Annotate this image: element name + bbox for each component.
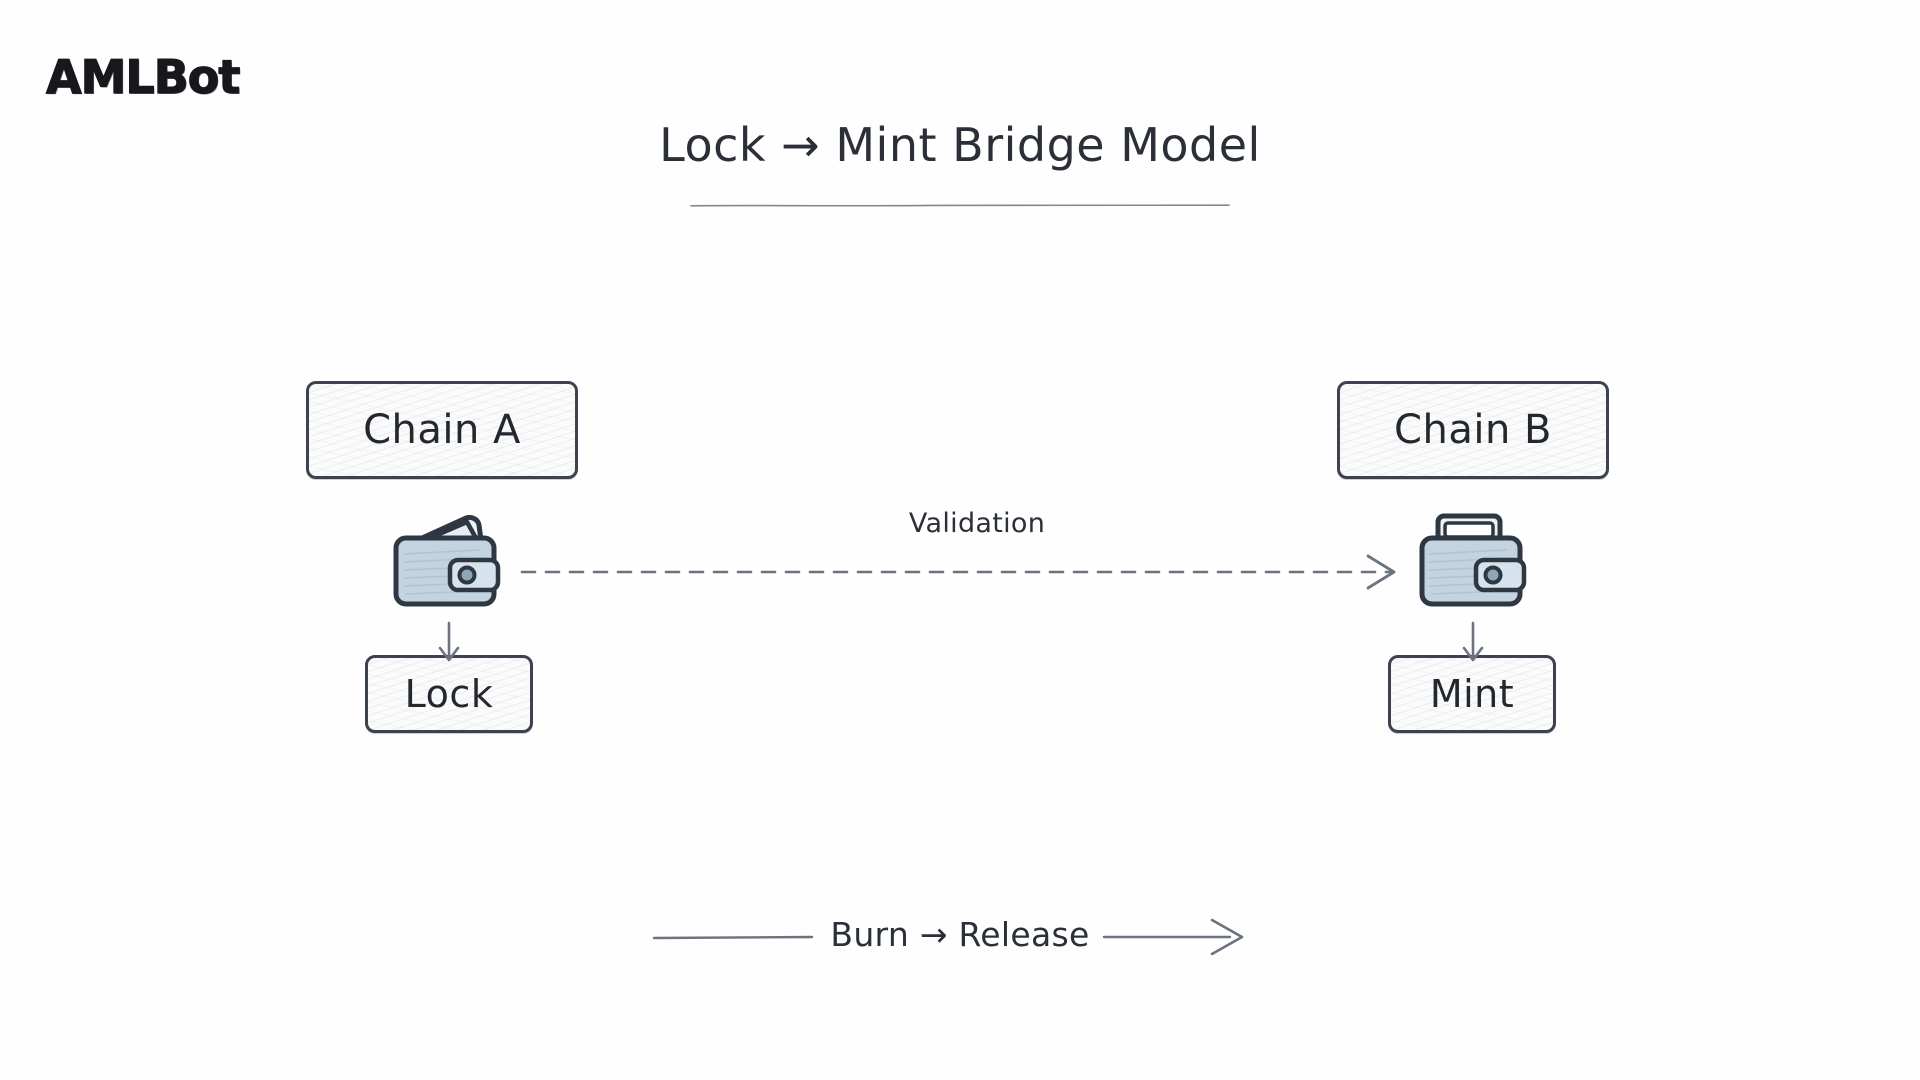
chain-a-label: Chain A (363, 407, 521, 453)
lock-label: Lock (404, 672, 494, 716)
validation-arrow-icon (520, 554, 1396, 590)
title-underline (690, 204, 1230, 207)
mint-box[interactable]: Mint (1388, 655, 1556, 733)
burn-release-label: Burn → Release (830, 915, 1090, 954)
mint-label: Mint (1429, 672, 1515, 716)
page-title-wrap: Lock → Mint Bridge Model (0, 118, 1920, 207)
chain-b-label: Chain B (1394, 407, 1552, 453)
chain-a-box[interactable]: Chain A (306, 381, 578, 479)
page-title: Lock → Mint Bridge Model (659, 118, 1261, 172)
wallet-icon (1419, 513, 1527, 607)
lock-box[interactable]: Lock (365, 655, 533, 733)
brand-logo: AMLBot (45, 49, 241, 104)
validation-label: Validation (908, 508, 1046, 539)
wallet-icon (393, 514, 501, 607)
chain-b-box[interactable]: Chain B (1337, 381, 1609, 479)
